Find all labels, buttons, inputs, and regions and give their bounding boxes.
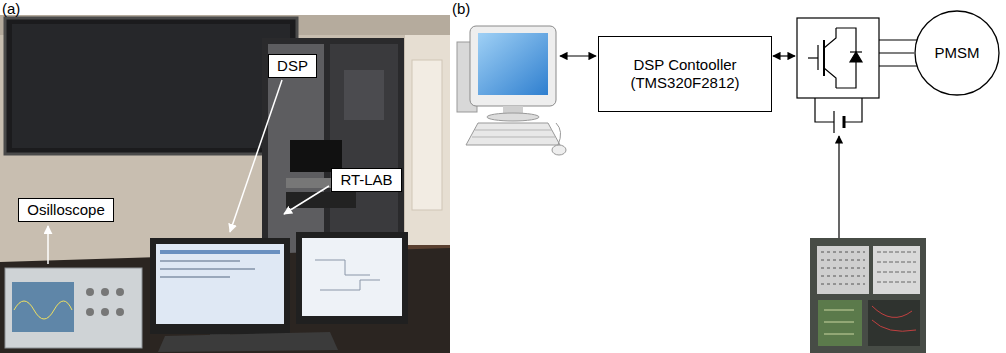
computer-icon-part bbox=[552, 145, 566, 155]
lab-photo-part bbox=[302, 238, 402, 316]
inverter-symbol-part bbox=[823, 40, 825, 76]
inverter-symbol-part bbox=[797, 18, 879, 98]
motor-wires-part bbox=[879, 39, 917, 40]
link-arrows-part bbox=[773, 55, 795, 56]
node-text: Osilloscope bbox=[27, 201, 105, 219]
lab-photo-part bbox=[405, 35, 450, 245]
inverter-symbol bbox=[797, 18, 879, 98]
oscilloscope bbox=[5, 268, 142, 348]
dc-battery-part bbox=[844, 98, 862, 122]
dc-battery-part bbox=[815, 98, 834, 122]
rtlab-photo-part bbox=[821, 252, 865, 284]
rtlab-photo bbox=[810, 238, 926, 353]
dc-battery bbox=[815, 98, 862, 133]
rtlab-photo-part bbox=[868, 300, 920, 346]
photo-callout: Osilloscope bbox=[18, 198, 114, 222]
photo-callout: RT-LAB bbox=[331, 168, 402, 192]
lab-photo-part bbox=[412, 60, 442, 210]
leader-arrows-part bbox=[47, 226, 49, 264]
lab-photo-part bbox=[14, 301, 72, 319]
photo-callout: DSP bbox=[268, 54, 317, 78]
lab-photo-part bbox=[160, 276, 230, 278]
controller-box: DSP Contooller (TMS320F2812) bbox=[598, 36, 772, 112]
leader-arrows-part bbox=[284, 186, 329, 214]
computer-icon-part bbox=[556, 123, 561, 145]
lab-photo-part bbox=[0, 15, 450, 353]
computer-icon-part bbox=[487, 113, 539, 121]
lab-photo-part bbox=[160, 268, 255, 270]
lab-photo-part bbox=[160, 260, 240, 262]
computer-icon bbox=[457, 26, 566, 155]
lab-photo-part bbox=[101, 308, 109, 316]
computer-icon-part bbox=[470, 26, 556, 106]
inverter-symbol-part bbox=[850, 52, 862, 62]
lab-photo-part bbox=[12, 24, 290, 148]
keyboard bbox=[158, 332, 338, 352]
dc-battery-part bbox=[843, 116, 846, 128]
inverter-symbol-part bbox=[824, 68, 836, 88]
inverter-symbol-part bbox=[817, 45, 818, 70]
lab-photo-part bbox=[86, 288, 94, 296]
motor-circle: PMSM bbox=[914, 10, 1000, 96]
rtlab-arrow bbox=[838, 136, 839, 238]
node-text: RT-LAB bbox=[340, 171, 392, 189]
rtlab-photo-part bbox=[810, 238, 926, 353]
lab-photo-part bbox=[156, 244, 284, 324]
rtlab-photo-part bbox=[817, 246, 869, 294]
computer-icon-part bbox=[472, 130, 555, 137]
lab-photo-part bbox=[12, 282, 74, 332]
rtlab-photo-part bbox=[872, 306, 916, 331]
node-text: PMSM bbox=[935, 44, 980, 62]
lab-photo-part bbox=[160, 250, 280, 254]
motor-wires-part bbox=[879, 52, 914, 53]
computer-icon-part bbox=[478, 33, 548, 95]
leader-arrows-part bbox=[230, 80, 282, 232]
panel-label: (a) bbox=[2, 0, 20, 18]
node-text: DSP Contooller (TMS320F2812) bbox=[630, 56, 739, 92]
lab-photo-part bbox=[101, 288, 109, 296]
leader-arrows bbox=[48, 80, 329, 264]
dc-battery-part bbox=[833, 111, 834, 133]
lab-photo-part bbox=[86, 308, 94, 316]
rtlab-photo-part bbox=[877, 252, 916, 282]
link-arrows-part bbox=[560, 55, 596, 56]
inverter-symbol-part bbox=[808, 57, 818, 58]
lab-photo-part bbox=[116, 288, 124, 296]
motor-outline-circle bbox=[915, 11, 999, 95]
tv-screen bbox=[5, 18, 297, 154]
lab-photo bbox=[0, 15, 450, 353]
motor-wires-part bbox=[879, 65, 917, 66]
panel-label: (b) bbox=[452, 0, 470, 18]
lab-photo-part bbox=[315, 260, 380, 290]
rtlab-photo-part bbox=[824, 310, 854, 334]
rtlab-photo-part bbox=[873, 246, 920, 294]
lab-photo-part bbox=[116, 308, 124, 316]
motor-wires bbox=[879, 40, 917, 66]
rtlab-photo-part bbox=[818, 300, 862, 346]
inverter-symbol-part bbox=[836, 28, 856, 52]
lab-photo-part bbox=[344, 70, 384, 120]
inverter-symbol-part bbox=[850, 51, 862, 52]
inverter-symbol-part bbox=[836, 62, 856, 88]
inverter-symbol-part bbox=[824, 28, 836, 48]
right-monitor bbox=[296, 232, 408, 324]
left-monitor bbox=[150, 238, 290, 334]
node-text: DSP bbox=[277, 57, 308, 75]
computer-icon-part bbox=[466, 123, 560, 145]
